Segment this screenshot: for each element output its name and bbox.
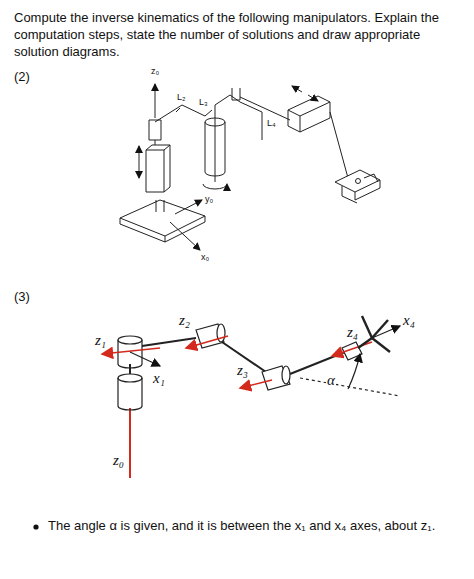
axis-label: x₁ [152, 370, 166, 387]
axis-label: z₄ [346, 324, 359, 341]
axis-label: x₄ [402, 312, 416, 329]
part-number: (2) [14, 70, 30, 85]
part-number: (3) [14, 290, 30, 305]
axis-label: z₀ [150, 66, 160, 76]
manipulator-3 [102, 316, 400, 478]
link-label: L₃ [198, 97, 209, 107]
axis-label: x₀ [200, 252, 210, 262]
note-text: The angle α is given, and it is between … [48, 518, 468, 535]
manipulator-2 [120, 84, 380, 250]
instruction-text: Compute the inverse kinematics of the fo… [14, 10, 460, 61]
link-label: L₄ [266, 118, 277, 128]
axis-label: y₀ [204, 194, 214, 204]
bullet-dot [33, 524, 38, 529]
link-label: L₂ [176, 92, 187, 102]
axis-label: z₀ [112, 452, 125, 469]
angle-label: α [326, 372, 336, 389]
axis-label: z₂ [178, 312, 191, 329]
axis-label: z₁ [94, 332, 107, 349]
axis-label: z₃ [236, 362, 249, 379]
